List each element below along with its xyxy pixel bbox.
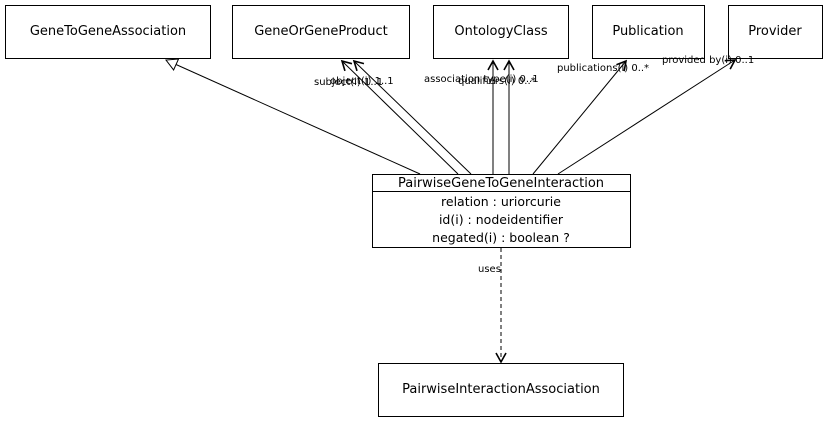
class-ontology-class[interactable]: OntologyClass (433, 5, 569, 59)
edge-label-association-type: association type(i) 0..1 (424, 74, 539, 85)
attribute-relation: relation : uriorcurie (441, 194, 561, 209)
edge-label-provided-by: provided by(i) 0..1 (662, 55, 754, 66)
class-provider[interactable]: Provider (728, 5, 823, 59)
attribute-id: id(i) : nodeidentifier (439, 212, 564, 227)
class-name: PairwiseGeneToGeneInteraction (398, 176, 604, 191)
class-gene-or-gene-product[interactable]: GeneOrGeneProduct (232, 5, 410, 59)
class-name: GeneToGeneAssociation (30, 24, 186, 39)
class-pairwise-gene-to-gene-interaction[interactable]: PairwiseGeneToGeneInteraction relation :… (372, 174, 631, 248)
class-pairwise-interaction-association[interactable]: PairwiseInteractionAssociation (378, 363, 624, 417)
class-name: GeneOrGeneProduct (254, 24, 388, 39)
edge-label-publications: publications(i) 0..* (557, 63, 649, 74)
provided-by-edge (557, 59, 737, 175)
subject-edge (340, 59, 459, 175)
class-name: OntologyClass (454, 24, 547, 39)
generalization-edge (165, 58, 421, 175)
edge-label-subject: subject(i) 1..1 (314, 77, 383, 88)
class-name: Provider (748, 24, 802, 39)
class-publication[interactable]: Publication (592, 5, 705, 59)
attribute-negated: negated(i) : boolean ? (432, 230, 570, 245)
class-gene-to-gene-association[interactable]: GeneToGeneAssociation (5, 5, 211, 59)
publications-edge (532, 59, 628, 175)
edge-label-object: object(i) 1..1 (330, 76, 394, 87)
object-edge (352, 59, 472, 175)
class-name: Publication (612, 24, 683, 39)
edge-label-qualifiers: qualifiers(i) 0..* (458, 76, 536, 87)
class-name: PairwiseInteractionAssociation (402, 382, 600, 397)
edge-label-uses: uses (478, 264, 501, 275)
